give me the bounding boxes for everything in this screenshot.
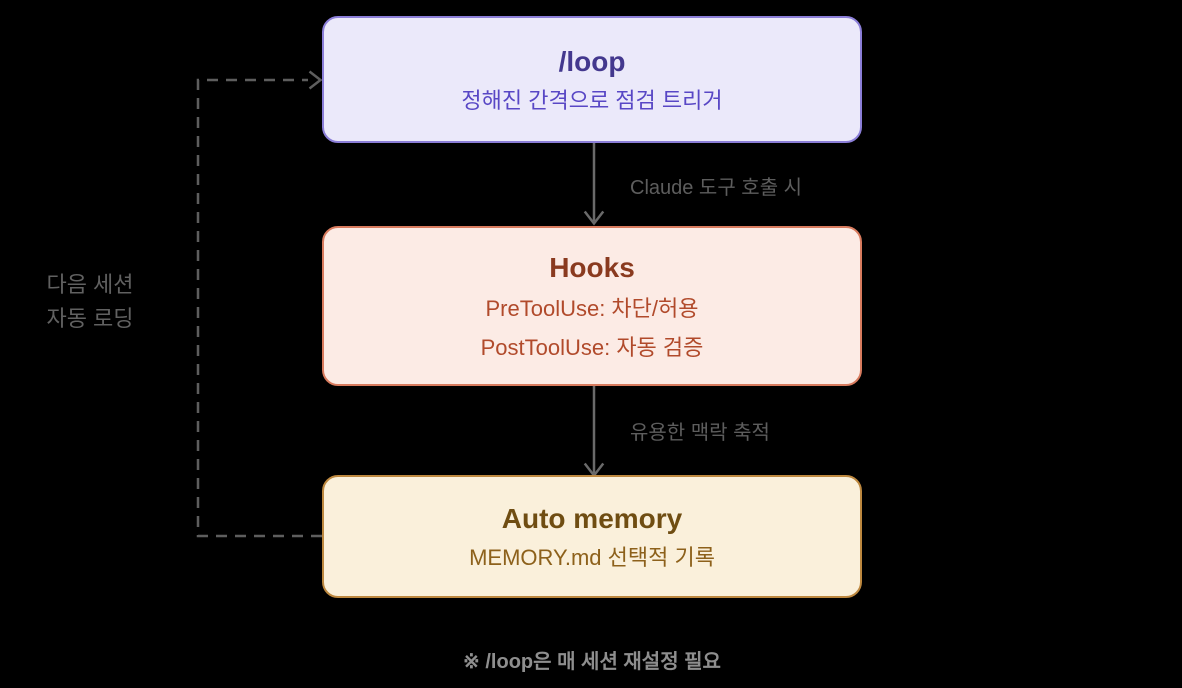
arrow-label-claude-tool-call: Claude 도구 호출 시 (630, 177, 803, 199)
loopback-label-line2: 자동 로딩 (46, 306, 134, 331)
loop-box: /loop 정해진 간격으로 점검 트리거 (322, 16, 862, 143)
arrowhead-right-icon (308, 70, 323, 90)
footnote: ※ /loop은 매 세션 재설정 필요 (463, 651, 721, 673)
arrow-label-context-accumulation: 유용한 맥락 축적 (630, 422, 770, 444)
auto-memory-box-title: Auto memory (501, 503, 683, 534)
auto-memory-box-subtitle: MEMORY.md 선택적 기록 (469, 544, 715, 570)
arrowhead-down-icon (583, 210, 605, 226)
hooks-box-line-pretooluse: PreToolUse: 차단/허용 (485, 296, 699, 322)
loopback-label-line1: 다음 세션 (46, 272, 134, 297)
hooks-box-title: Hooks (549, 251, 635, 283)
hooks-box-line-posttooluse: PostToolUse: 자동 검증 (480, 334, 704, 360)
arrow-loop-to-hooks (583, 142, 605, 226)
arrow-hooks-to-memory (583, 385, 605, 478)
loopback-label: 다음 세션 자동 로딩 (28, 268, 152, 336)
loop-box-subtitle: 정해진 간격으로 점검 트리거 (461, 87, 723, 113)
dashed-arrow-memory-to-loop (196, 70, 323, 538)
loop-box-title: /loop (558, 46, 626, 77)
hooks-box: Hooks PreToolUse: 차단/허용 PostToolUse: 자동 … (322, 226, 862, 386)
auto-memory-box: Auto memory MEMORY.md 선택적 기록 (322, 475, 862, 598)
